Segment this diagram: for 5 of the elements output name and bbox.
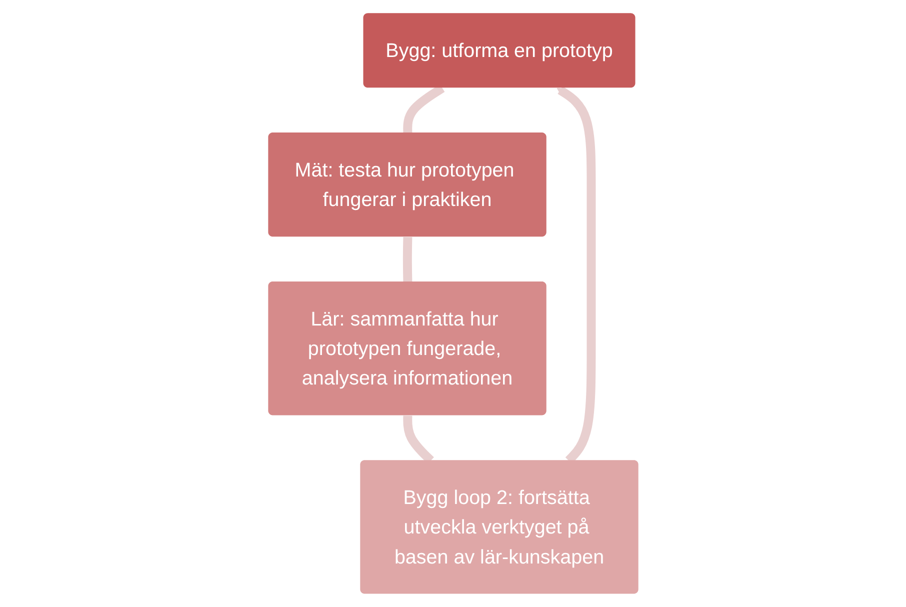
node-box: Bygg: utforma en prototyp — [362, 13, 635, 88]
node-box: Lär: sammanfatta hur prototypen fungerade, analysera informationen — [268, 282, 546, 416]
node-box: Mät: testa hur prototypen fungerar i praktiken — [268, 132, 546, 237]
connector — [402, 236, 412, 283]
node-box: Bygg loop 2: fortsätta utveckla verktyget på basen av lär-kunskapen — [360, 460, 638, 594]
